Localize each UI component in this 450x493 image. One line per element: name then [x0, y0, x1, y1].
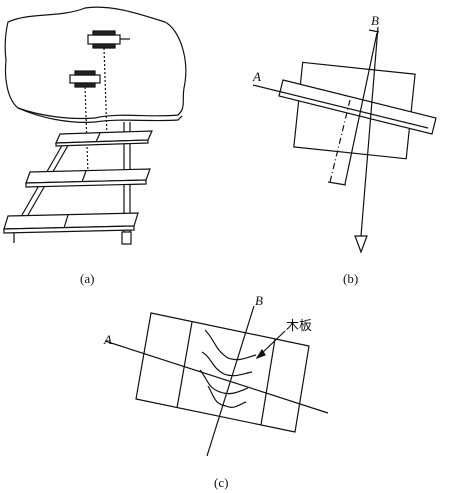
axis-b-dashdot-right	[344, 32, 378, 185]
axis-a-line-c	[104, 340, 329, 414]
axis-b-cap-bottom	[327, 181, 347, 186]
caption-b: (b)	[343, 271, 358, 286]
plank-middle	[25, 168, 151, 188]
label-axis-a-c: A	[103, 332, 112, 347]
axis-a-line	[252, 84, 429, 129]
divider-left	[176, 321, 193, 409]
axis-b-line-c	[206, 305, 255, 457]
label-axis-b-c: B	[255, 293, 263, 308]
divider-right	[260, 338, 276, 426]
caption-a: (a)	[80, 271, 94, 286]
axis-b-dashdot-left	[329, 99, 351, 183]
grain-line-1	[204, 329, 257, 361]
grain-line-3	[199, 369, 249, 395]
label-plank: 木板	[286, 319, 312, 334]
panel-b	[252, 26, 437, 254]
irregular-slab	[4, 6, 187, 120]
plank-bottom	[3, 212, 139, 234]
caption-c: (c)	[214, 475, 228, 490]
grain-line-4	[207, 385, 247, 408]
slab-underside	[17, 107, 183, 123]
tool-upper	[87, 30, 130, 49]
label-axis-b-b: B	[371, 13, 379, 28]
projection-line-1	[103, 47, 108, 137]
axis-b-line	[360, 26, 379, 237]
plank-top	[55, 130, 153, 147]
tool-lower	[69, 70, 101, 88]
projection-line-2	[84, 86, 89, 175]
label-axis-a-b: A	[252, 69, 261, 84]
grain-line-2	[201, 351, 253, 377]
axis-b-cap-top	[368, 29, 380, 33]
axis-b-arrowhead	[354, 235, 368, 254]
panel-c	[104, 305, 329, 457]
panel-a	[3, 6, 187, 245]
plank-leader-arrowhead	[255, 348, 266, 360]
stair-foot-right	[121, 231, 132, 245]
